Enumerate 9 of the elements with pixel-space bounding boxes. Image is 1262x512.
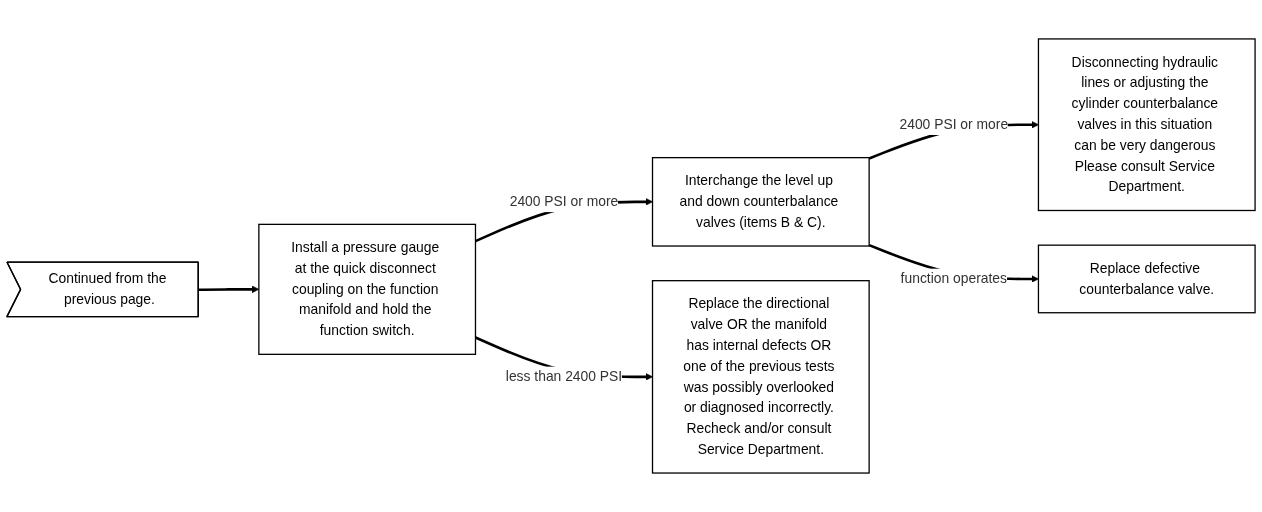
edge-label: less than 2400 PSI xyxy=(505,369,623,384)
edge-label: 2400 PSI or more xyxy=(899,116,1009,132)
node-box: Interchange the level up and down counterbalance valves (items B & C). xyxy=(651,157,870,247)
edge-label: function operates xyxy=(900,271,1007,286)
node-box: Disconnecting hydraulic lines or adjusting the cylinder counterbalance valves in this situation can be very dangerous Please consult Service Department. xyxy=(1037,38,1256,212)
node-box: Install a pressure gauge at the quick disconnect coupling on the function manifold and hold the function switch. xyxy=(258,223,477,355)
node-box: Replace defective counterbalance valve. xyxy=(1037,244,1256,314)
node-box: Replace the directional valve OR the manifold has internal defects OR one of the previous tests was possibly overlooked or diagnosed incorrectly. Recheck and/or consult Service Department. xyxy=(651,280,870,474)
edge-label: 2400 PSI or more xyxy=(509,194,619,209)
